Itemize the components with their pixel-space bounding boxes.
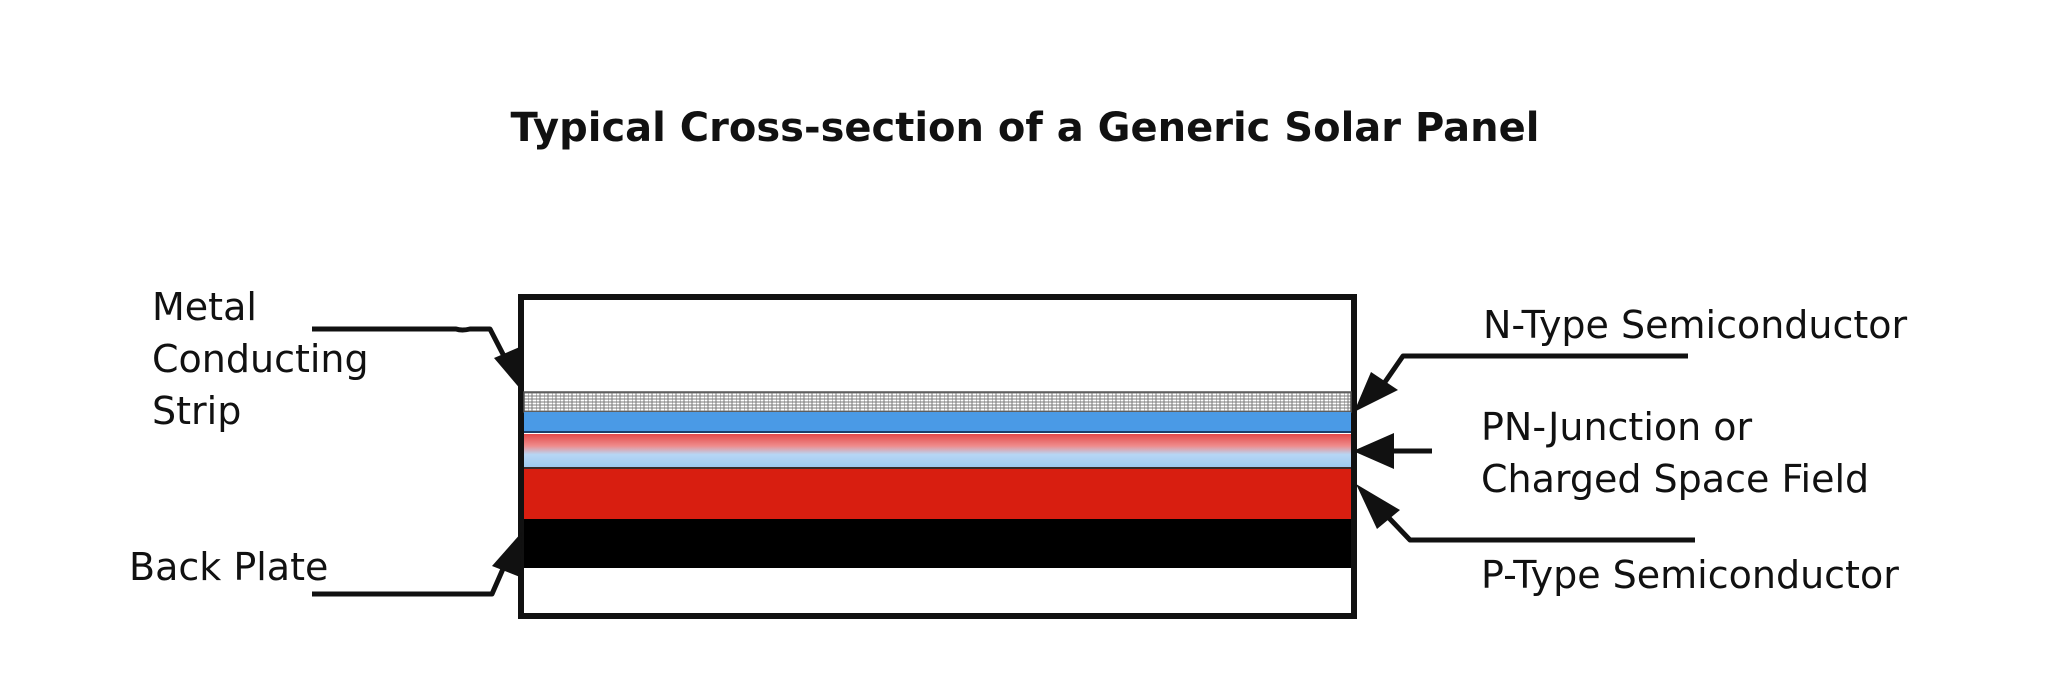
metal-strip-label-line2: Conducting — [152, 337, 369, 381]
pn-junction-label: PN-Junction or Charged Space Field — [1481, 405, 1869, 501]
n-type-arrowhead — [1354, 372, 1398, 412]
panel-cross-section — [518, 294, 1357, 619]
n-type-label: N-Type Semiconductor — [1483, 303, 1908, 347]
diagram-title: Typical Cross-section of a Generic Solar… — [510, 105, 1539, 151]
n-type-leader-line — [1382, 353, 1688, 384]
back-plate-arrowhead — [492, 532, 522, 577]
pn-junction-layer — [524, 434, 1351, 468]
back-plate-layer — [524, 519, 1351, 568]
metal-strip-arrowhead — [494, 346, 522, 391]
n-type-layer — [524, 412, 1351, 432]
p-type-layer — [524, 469, 1351, 519]
p-type-label: P-Type Semiconductor — [1481, 553, 1899, 597]
metal-strip-label: Metal Conducting Strip — [152, 285, 381, 433]
pn-junction-label-line1: PN-Junction or — [1481, 405, 1753, 449]
pn-junction-arrowhead — [1353, 433, 1394, 469]
p-type-arrowhead — [1356, 484, 1400, 529]
metal-strip-label-line1: Metal — [152, 285, 257, 329]
p-type-leader-line — [1387, 516, 1695, 543]
metal-strip-layer — [523, 391, 1352, 413]
metal-strip-leader-line — [312, 326, 510, 364]
back-plate-label: Back Plate — [129, 545, 328, 589]
metal-strip-label-line3: Strip — [152, 389, 241, 433]
back-plate-leader-line — [312, 560, 509, 597]
pn-junction-label-line2: Charged Space Field — [1481, 457, 1869, 501]
